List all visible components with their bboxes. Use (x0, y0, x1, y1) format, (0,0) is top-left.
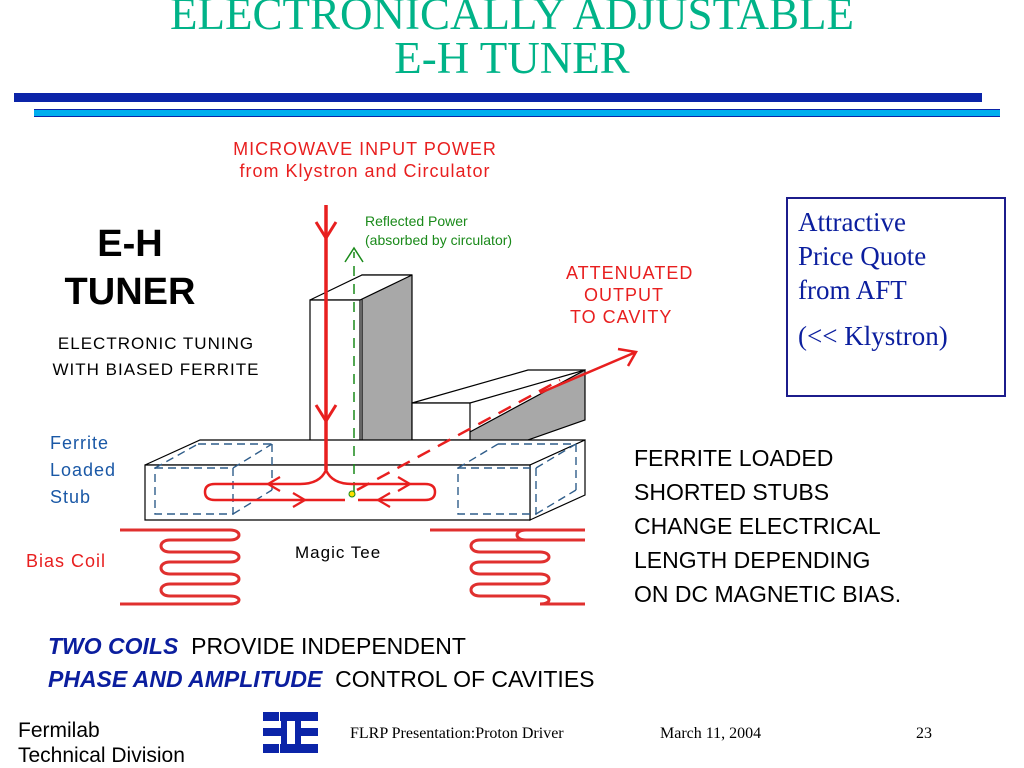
eh-tuner-line-1: E-H (97, 223, 163, 265)
bias-coil-right (430, 528, 585, 606)
quote-line-1: Attractive (798, 207, 906, 237)
electronic-tuning-line-1: ELECTRONIC TUNING (57, 334, 255, 353)
input-label-line-2: from Klystron and Circulator (239, 161, 491, 181)
footer-organization: Fermilab Technical Division (18, 718, 185, 768)
ferrite-stub-left (154, 443, 273, 515)
input-label-line-1: MICROWAVE INPUT POWER (233, 139, 497, 159)
right-stub-return-arrowhead (375, 492, 391, 508)
ferrite-stub-label: Ferrite Loaded Stub (50, 430, 116, 511)
left-stub-wave-path (203, 469, 345, 502)
left-stub-arrowhead (265, 476, 281, 492)
electronic-tuning-line-2: WITH BIASED FERRITE (52, 360, 260, 379)
junction-point (348, 490, 356, 498)
two-coils-line-1: TWO COILS PROVIDE INDEPENDENT (48, 630, 595, 663)
attenuated-line-3: TO CAVITY (570, 307, 673, 327)
two-coils-line-2: PHASE AND AMPLITUDE CONTROL OF CAVITIES (48, 663, 595, 696)
magic-tee-label: Magic Tee (295, 543, 382, 562)
bias-coil-left (120, 528, 241, 606)
attenuated-line-1: ATTENUATED (566, 263, 694, 283)
output-solid-line (539, 350, 637, 395)
page-title: ELECTRONICALLY ADJUSTABLE E-H TUNER (0, 0, 1024, 83)
microwave-input-label: MICROWAVE INPUT POWER from Klystron and … (150, 138, 580, 182)
title-line-2: E-H TUNER (394, 33, 630, 83)
quote-line-3: from AFT (798, 275, 907, 305)
fermilab-logo-icon (263, 712, 318, 753)
attenuated-output-label: ATTENUATED OUTPUT TO CAVITY (540, 262, 693, 328)
eh-tuner-heading: E-H TUNER (30, 220, 230, 316)
ferrite-stub-right (457, 443, 577, 515)
phase-amplitude-text: CONTROL OF CAVITIES (335, 666, 595, 692)
two-coils-text: PROVIDE INDEPENDENT (191, 633, 466, 659)
left-stub-return-arrowhead (292, 492, 308, 508)
price-quote-box: Attractive Price Quote from AFT (<< Klys… (786, 197, 1006, 397)
reflected-power-arrowhead (344, 246, 364, 263)
footer-page-number: 23 (916, 725, 932, 742)
title-line-1: ELECTRONICALLY ADJUSTABLE (170, 0, 854, 39)
input-arrowhead-mid (314, 404, 338, 424)
reflected-label-line-2: (absorbed by circulator) (365, 232, 513, 248)
title-rule-thick (14, 93, 982, 102)
phase-amplitude-emphasis: PHASE AND AMPLITUDE (48, 666, 323, 692)
ferrite-note-line-4: LENGTH DEPENDING (634, 547, 871, 573)
ferrite-stub-line-2: Loaded (50, 460, 117, 480)
two-coils-emphasis: TWO COILS (48, 633, 179, 659)
bias-coil-label: Bias Coil (26, 551, 107, 571)
right-stub-arrowhead (397, 476, 413, 492)
eh-tuner-line-2: TUNER (64, 271, 196, 313)
ferrite-note-line-5: ON DC MAGNETIC BIAS. (634, 581, 902, 607)
right-stub-wave-path (324, 469, 437, 502)
reflected-label-line-1: Reflected Power (365, 213, 468, 229)
output-dashed-line (356, 378, 561, 492)
reflected-power-label: Reflected Power (absorbed by circulator) (365, 212, 512, 250)
electronic-tuning-label: ELECTRONIC TUNING WITH BIASED FERRITE (20, 331, 292, 383)
main-line-front (144, 464, 531, 521)
footer-org-line-2: Technical Division (18, 744, 185, 767)
quote-line-2: Price Quote (798, 241, 927, 271)
quote-line-4: (<< Klystron) (798, 321, 948, 351)
ferrite-note-line-1: FERRITE LOADED (634, 445, 834, 471)
two-coils-note: TWO COILS PROVIDE INDEPENDENT PHASE AND … (48, 630, 595, 696)
output-arrowhead (617, 347, 638, 367)
ferrite-note-line-3: CHANGE ELECTRICAL (634, 513, 881, 539)
input-arrowhead-top (314, 221, 338, 241)
attenuated-line-2: OUTPUT (584, 285, 664, 305)
vertical-arm-side (361, 274, 413, 451)
title-rule-thin (34, 109, 1000, 117)
ferrite-note: FERRITE LOADED SHORTED STUBS CHANGE ELEC… (634, 441, 901, 611)
footer-date: March 11, 2004 (660, 725, 762, 742)
vertical-arm-front (309, 299, 361, 463)
ferrite-stub-line-1: Ferrite (50, 433, 110, 453)
ferrite-note-line-2: SHORTED STUBS (634, 479, 830, 505)
footer-presentation: FLRP Presentation:Proton Driver (350, 725, 564, 742)
footer-org-line-1: Fermilab (18, 719, 100, 742)
ferrite-stub-line-3: Stub (50, 487, 92, 507)
